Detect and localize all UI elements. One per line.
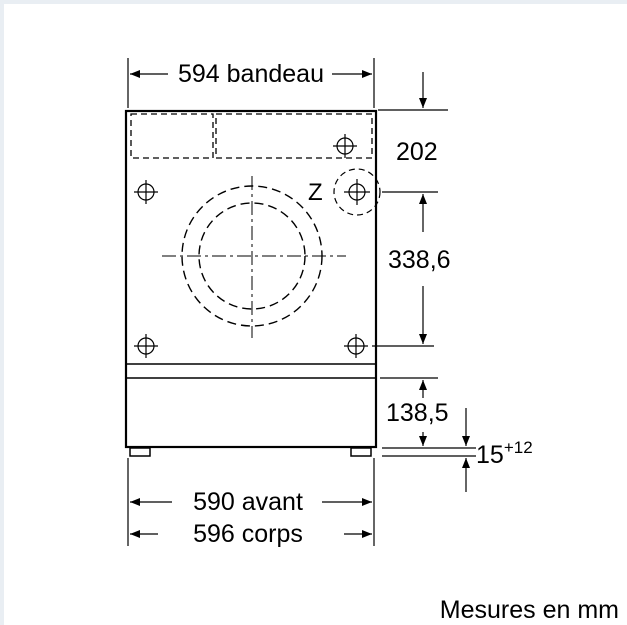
dim-138-label: 138,5	[386, 399, 449, 427]
dim-right	[372, 72, 476, 492]
dim-15-label: 15+12	[476, 438, 533, 469]
mounting-hole-icon	[134, 180, 158, 204]
washer-dimension-drawing: Z 594 bandeau 202 338,6 138,5 15+12	[124, 58, 533, 548]
mounting-hole-icon	[333, 134, 357, 158]
dim-202-label: 202	[396, 138, 438, 166]
control-panel-outline	[130, 113, 373, 159]
dim-bottom	[127, 458, 375, 546]
door-centerlines	[162, 176, 346, 338]
appliance-body	[124, 109, 378, 449]
dim-top-label: 594 bandeau	[178, 60, 324, 88]
diagram-canvas: Z 594 bandeau 202 338,6 138,5 15+12	[4, 4, 627, 625]
mounting-hole-icon	[134, 334, 158, 358]
detail-z-label: Z	[308, 179, 323, 206]
dim-590-label: 590 avant	[193, 488, 303, 516]
detail-z-hole-icon	[333, 168, 381, 216]
units-note: Mesures en mm	[439, 596, 619, 624]
mounting-hole-icon	[344, 334, 368, 358]
body-outline	[124, 109, 378, 449]
dim-596-label: 596 corps	[193, 520, 303, 548]
appliance-feet	[129, 447, 372, 457]
dim-338-label: 338,6	[388, 246, 451, 274]
dim-top	[127, 58, 375, 108]
